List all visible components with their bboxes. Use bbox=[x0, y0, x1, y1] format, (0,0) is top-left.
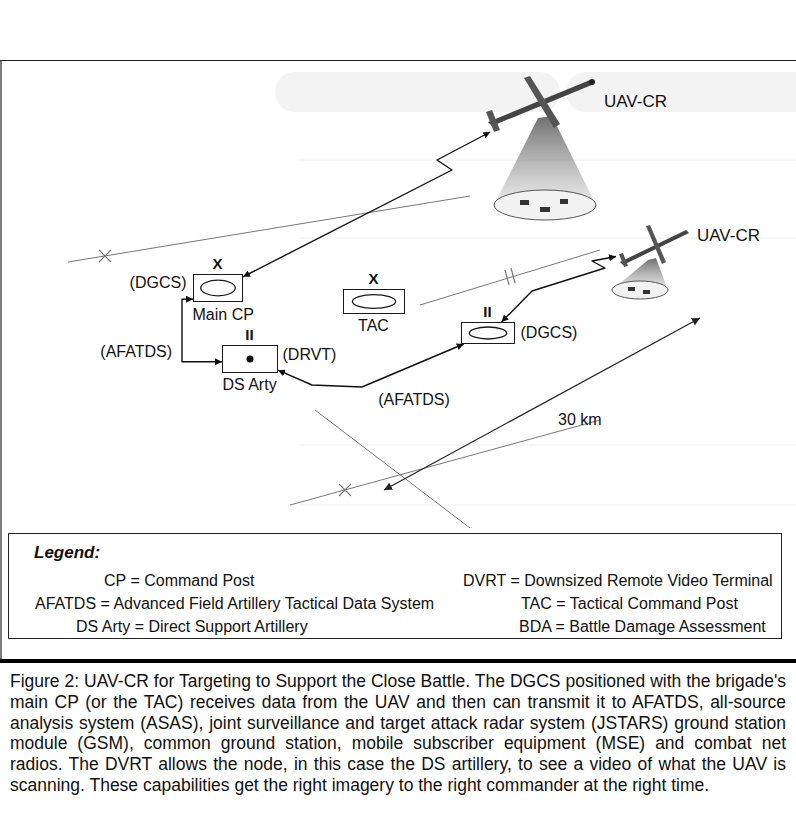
echelon-mark: X bbox=[212, 256, 222, 273]
uav-node: UAV-CR bbox=[478, 72, 600, 132]
unit-dot-glyph bbox=[223, 346, 277, 372]
unit-oval bbox=[201, 280, 236, 296]
unit-symbol: II(DRVT)DS Arty bbox=[222, 345, 278, 373]
system-label: (DGCS) bbox=[130, 274, 187, 292]
boundary-line bbox=[315, 410, 470, 528]
uav-fuselage bbox=[620, 230, 689, 265]
unit-oval-glyph bbox=[194, 275, 242, 301]
datalink-arrow bbox=[502, 257, 617, 323]
frame-line bbox=[0, 60, 1, 662]
edge-label: (AFATDS) bbox=[376, 391, 452, 409]
target-vehicle bbox=[643, 290, 650, 294]
unit-symbol: II(DGCS) bbox=[461, 322, 515, 344]
unit-oval bbox=[469, 327, 506, 339]
uav-illustration bbox=[478, 72, 600, 132]
uav-illustration bbox=[616, 222, 692, 268]
boundary-mark bbox=[339, 484, 351, 496]
unit-oval-glyph bbox=[344, 290, 404, 313]
legend-entry: CP = Command Post bbox=[104, 572, 254, 590]
datalink-arrow bbox=[278, 344, 464, 387]
ghost-header bbox=[275, 72, 560, 112]
echelon-mark: II bbox=[483, 304, 491, 321]
legend-entry: TAC = Tactical Command Post bbox=[521, 595, 738, 613]
target-vehicle bbox=[520, 200, 529, 205]
boundary-mark bbox=[505, 268, 515, 285]
uav-label: UAV-CR bbox=[604, 93, 667, 112]
ghost-header bbox=[566, 72, 796, 112]
edge-label: (AFATDS) bbox=[98, 343, 174, 361]
target-vehicle bbox=[628, 287, 635, 291]
echelon-mark: X bbox=[368, 271, 378, 288]
uav-wing bbox=[524, 76, 560, 128]
unit-name: Main CP bbox=[193, 306, 254, 324]
figure-caption: Figure 2: UAV-CR for Targeting to Suppor… bbox=[10, 671, 786, 796]
legend-entry: AFATDS = Advanced Field Artillery Tactic… bbox=[35, 595, 434, 613]
range-label: 30 km bbox=[558, 411, 602, 429]
unit-dot bbox=[247, 356, 254, 363]
legend-entry: DVRT = Downsized Remote Video Terminal bbox=[463, 572, 773, 590]
uav-tail bbox=[619, 253, 628, 267]
uav-node: UAV-CR bbox=[616, 222, 692, 268]
system-label: (DRVT) bbox=[283, 346, 337, 364]
boundary-mark bbox=[99, 250, 111, 262]
uav-tail bbox=[486, 110, 500, 132]
legend-box: Legend:CP = Command Post DVRT = Downsized… bbox=[8, 533, 782, 639]
datalink-arrow bbox=[243, 132, 490, 277]
uav-label: UAV-CR bbox=[697, 227, 760, 246]
boundary-line bbox=[68, 196, 470, 262]
legend-heading: Legend: bbox=[34, 543, 100, 563]
uav-propeller bbox=[589, 79, 595, 85]
ghost-rule bbox=[300, 505, 796, 506]
unit-symbol: X(DGCS)Main CP bbox=[193, 274, 243, 302]
uav-wing bbox=[646, 225, 666, 264]
ghost-rule bbox=[300, 445, 796, 446]
sensor-footprint bbox=[494, 190, 596, 220]
system-label: (DGCS) bbox=[521, 324, 578, 342]
unit-name: DS Arty bbox=[222, 376, 276, 394]
legend-entry: DS Arty = Direct Support Artillery bbox=[76, 618, 308, 636]
target-vehicle bbox=[560, 199, 568, 204]
unit-oval-glyph bbox=[462, 323, 514, 343]
boundary-line bbox=[290, 420, 600, 505]
target-vehicle bbox=[540, 207, 550, 212]
echelon-mark: II bbox=[245, 327, 253, 344]
frame-bar bbox=[0, 659, 796, 663]
legend-entry: BDA = Battle Damage Assessment bbox=[519, 618, 766, 636]
sensor-footprint bbox=[612, 281, 668, 299]
unit-oval bbox=[352, 295, 395, 309]
frame-line bbox=[0, 60, 796, 61]
unit-name: TAC bbox=[358, 317, 389, 335]
unit-symbol: XTAC bbox=[343, 289, 405, 314]
